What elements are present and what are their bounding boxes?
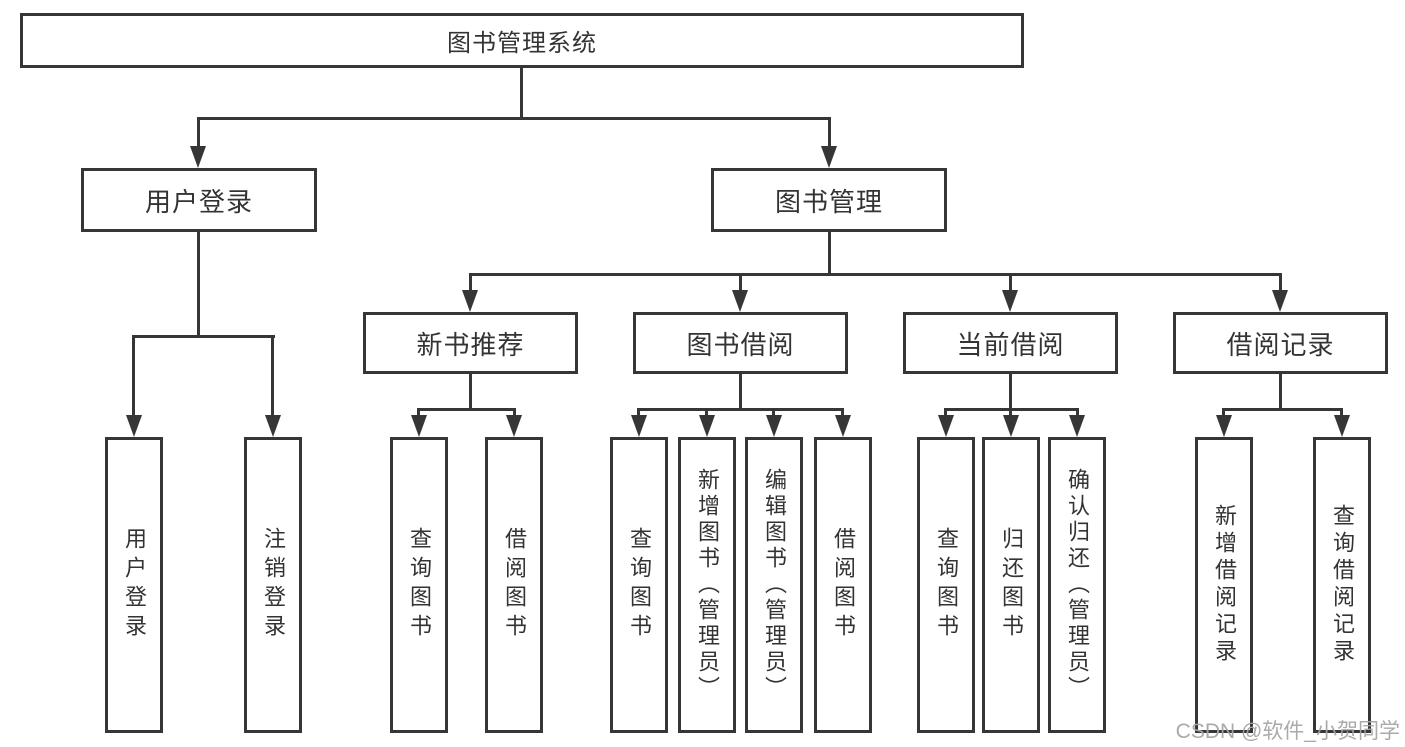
node-book-borrow-label: 图书借阅 <box>686 329 795 360</box>
leaf-user-login: 用户登录 <box>105 437 163 733</box>
connector-recommend-bar <box>417 408 516 411</box>
connector-borrow-leaf3-drop <box>772 408 775 420</box>
connector-current-drop <box>1009 273 1012 294</box>
leaf-borrow-borrow-books-label: 借阅图书 <box>831 527 856 643</box>
leaf-current-query-books: 查询图书 <box>917 437 975 733</box>
arrowhead-leaf-user-login <box>126 415 142 437</box>
node-root-label: 图书管理系统 <box>447 30 597 57</box>
connector-borrow-leaf4-drop <box>841 408 844 420</box>
leaf-records-query-record-label: 查询借阅记录 <box>1330 504 1355 666</box>
leaf-logout: 注销登录 <box>244 437 302 733</box>
connector-user-login-drop <box>197 117 200 148</box>
arrowhead-user-login <box>190 146 206 168</box>
connector-current-leaf1-drop <box>944 408 947 420</box>
arrowhead-borrow-leaf4 <box>835 415 851 437</box>
connector-borrow-bar <box>637 408 844 411</box>
leaf-borrow-borrow-books: 借阅图书 <box>814 437 872 733</box>
node-book-management-label: 图书管理 <box>774 186 883 217</box>
connector-borrow-stem <box>739 374 742 410</box>
arrowhead-recommend-leaf2 <box>506 415 522 437</box>
node-new-book-recommend: 新书推荐 <box>363 312 578 374</box>
leaf-logout-label: 注销登录 <box>261 527 286 643</box>
leaf-recommend-borrow-books-label: 借阅图书 <box>502 527 527 643</box>
connector-recommend-drop <box>469 273 472 294</box>
arrowhead-borrow <box>732 290 748 312</box>
connector-recommend-leaf2-drop <box>513 408 516 420</box>
arrowhead-current-leaf1 <box>938 415 954 437</box>
leaf-borrow-edit-books-label: 编辑图书（管理员） <box>762 468 787 702</box>
node-borrow-records-label: 借阅记录 <box>1226 329 1335 360</box>
connector-level3-bar <box>469 273 1282 276</box>
leaf-current-confirm-return-label: 确认归还（管理员） <box>1065 468 1090 702</box>
csdn-watermark: CSDN @软件_小贺同学 <box>1175 720 1400 743</box>
connector-recommend-stem <box>469 374 472 410</box>
arrowhead-current-leaf3 <box>1069 415 1085 437</box>
connector-current-leaf3-drop <box>1076 408 1079 420</box>
connector-leaf-logout-drop <box>271 335 274 419</box>
node-current-borrow-label: 当前借阅 <box>956 329 1065 360</box>
connector-leaf-user-login-drop <box>132 335 135 419</box>
connector-records-stem <box>1279 374 1282 410</box>
arrowhead-borrow-leaf1 <box>631 415 647 437</box>
arrowhead-recommend <box>462 290 478 312</box>
connector-records-drop <box>1279 273 1282 294</box>
node-book-borrow: 图书借阅 <box>633 312 848 374</box>
node-current-borrow: 当前借阅 <box>903 312 1118 374</box>
arrowhead-borrow-leaf3 <box>766 415 782 437</box>
leaf-borrow-add-books: 新增图书（管理员） <box>678 437 736 733</box>
arrowhead-current-leaf2 <box>1003 415 1019 437</box>
arrowhead-book-management <box>821 146 837 168</box>
node-user-login: 用户登录 <box>81 168 317 232</box>
connector-current-leaf2-drop <box>1009 408 1012 420</box>
leaf-records-add-record: 新增借阅记录 <box>1195 437 1253 733</box>
leaf-recommend-query-books-label: 查询图书 <box>407 527 432 643</box>
leaf-current-query-books-label: 查询图书 <box>934 527 959 643</box>
leaf-current-confirm-return: 确认归还（管理员） <box>1048 437 1106 733</box>
arrowhead-records-leaf2 <box>1334 415 1350 437</box>
node-book-management: 图书管理 <box>711 168 947 232</box>
connector-recommend-leaf1-drop <box>417 408 420 420</box>
connector-borrow-leaf2-drop <box>705 408 708 420</box>
connector-borrow-drop <box>739 273 742 294</box>
connector-root-stem <box>520 66 523 119</box>
connector-book-management-drop <box>828 117 831 148</box>
connector-level2-bar <box>197 117 831 120</box>
leaf-current-return-books-label: 归还图书 <box>999 527 1024 643</box>
leaf-borrow-edit-books: 编辑图书（管理员） <box>745 437 803 733</box>
leaf-current-return-books: 归还图书 <box>982 437 1040 733</box>
node-root: 图书管理系统 <box>20 13 1024 68</box>
node-user-login-label: 用户登录 <box>144 186 253 217</box>
connector-book-management-stem <box>828 232 831 275</box>
connector-records-leaf1-drop <box>1222 408 1225 420</box>
connector-records-bar <box>1222 408 1343 411</box>
arrowhead-leaf-logout <box>265 415 281 437</box>
leaf-records-query-record: 查询借阅记录 <box>1313 437 1371 733</box>
leaf-recommend-query-books: 查询图书 <box>390 437 448 733</box>
arrowhead-records-leaf1 <box>1216 415 1232 437</box>
arrowhead-records <box>1272 290 1288 312</box>
leaf-borrow-query-books: 查询图书 <box>610 437 668 733</box>
leaf-recommend-borrow-books: 借阅图书 <box>485 437 543 733</box>
node-new-book-recommend-label: 新书推荐 <box>416 329 525 360</box>
connector-user-login-stem <box>197 232 200 337</box>
arrowhead-recommend-leaf1 <box>411 415 427 437</box>
connector-user-login-bar <box>133 335 275 338</box>
arrowhead-current <box>1002 290 1018 312</box>
leaf-user-login-label: 用户登录 <box>122 527 147 643</box>
leaf-borrow-add-books-label: 新增图书（管理员） <box>695 468 720 702</box>
leaf-records-add-record-label: 新增借阅记录 <box>1212 504 1237 666</box>
connector-borrow-leaf1-drop <box>637 408 640 420</box>
node-borrow-records: 借阅记录 <box>1173 312 1388 374</box>
connector-records-leaf2-drop <box>1340 408 1343 420</box>
arrowhead-borrow-leaf2 <box>699 415 715 437</box>
connector-current-stem <box>1009 374 1012 410</box>
leaf-borrow-query-books-label: 查询图书 <box>627 527 652 643</box>
